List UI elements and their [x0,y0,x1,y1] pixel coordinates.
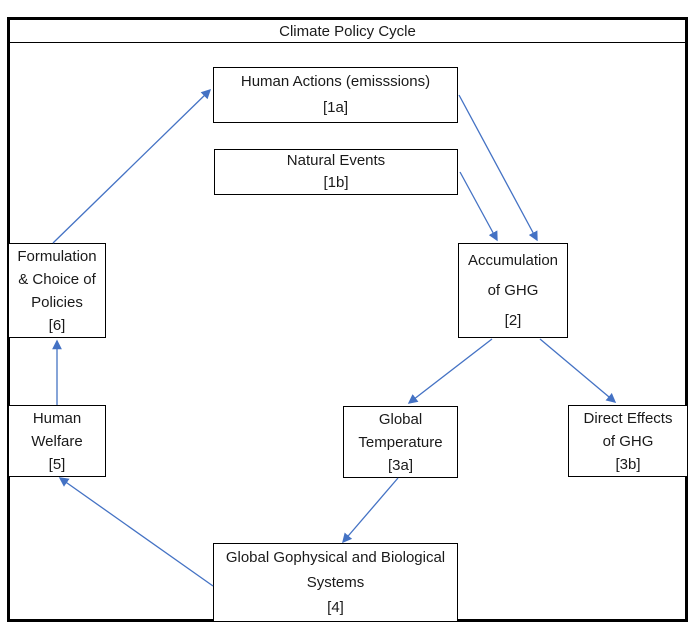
box-label-line: Global Gophysical and Biological [225,549,446,566]
box-ref-label: [2] [504,311,522,329]
box-global-geophysical-biological-systems-4: Global Gophysical and Biological Systems… [213,543,458,622]
box-label-line: Natural Events [286,152,386,169]
box-human-actions-1a: Human Actions (emisssions) [1a] [213,67,458,123]
box-ref-label: [1a] [322,99,349,116]
box-ref-label: [3b] [615,455,641,473]
box-direct-effects-of-ghg-3b: Direct Effects of GHG [3b] [568,405,688,477]
box-accumulation-of-ghg-2: Accumulation of GHG [2] [458,243,568,338]
box-label-line: Direct Effects [583,409,673,427]
diagram-title: Climate Policy Cycle [279,22,416,40]
box-label-line: of GHG [487,281,539,299]
box-global-temperature-3a: Global Temperature [3a] [343,406,458,478]
box-ref-label: [4] [327,599,344,616]
box-label-line: & Choice of [18,270,96,288]
box-label-line: Policies [31,293,83,311]
box-label-line: Human [32,409,82,427]
box-ref-label: [5] [48,455,66,473]
box-ref-label: [3a] [387,456,414,474]
box-label-line: of GHG [602,432,654,450]
box-ref-label: [1b] [323,174,349,191]
box-label-line: Human Actions (emisssions) [240,73,431,90]
box-label-line: Welfare [31,432,83,450]
box-label-line: Systems [306,574,365,591]
diagram-title-bar: Climate Policy Cycle [10,20,685,43]
box-formulation-choice-of-policies-6: Formulation & Choice of Policies [6] [8,243,106,338]
box-label-line: Global [378,410,423,428]
box-natural-events-1b: Natural Events [1b] [214,149,458,195]
box-label-line: Accumulation [467,251,559,269]
box-human-welfare-5: Human Welfare [5] [8,405,106,477]
box-label-line: Temperature [358,433,443,451]
box-ref-label: [6] [48,316,66,334]
box-label-line: Formulation [17,247,97,265]
